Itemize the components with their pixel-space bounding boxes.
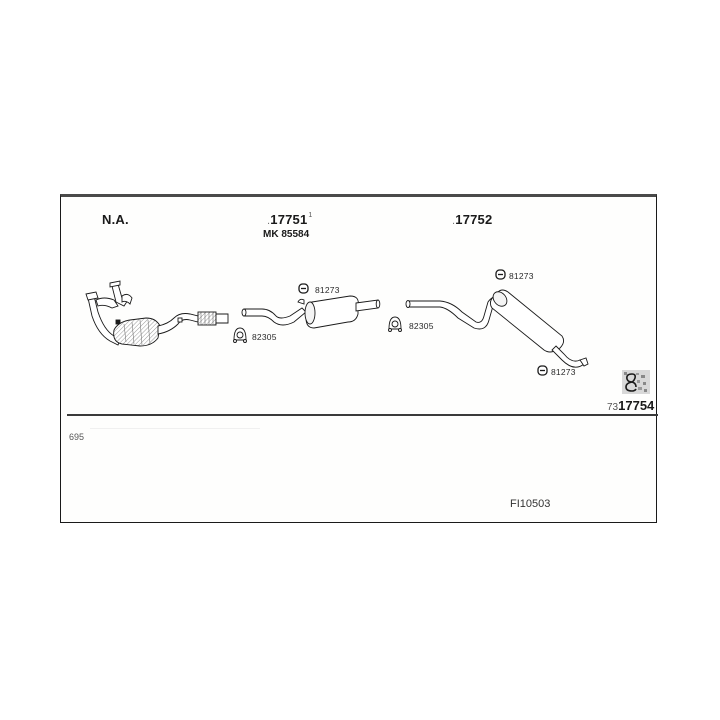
group-label-17752: .17752	[452, 212, 493, 227]
kit-number: 7317754	[607, 398, 655, 413]
faint-rule	[90, 428, 260, 429]
front-pipe	[241, 298, 307, 326]
qr-code-icon	[622, 370, 650, 394]
hanger-part-number: 81273	[315, 285, 340, 295]
clamp-part-number: 82305	[252, 332, 277, 342]
hanger-icon-3	[537, 365, 548, 376]
group-label-17751: .177511	[267, 212, 313, 227]
clamp-icon-1	[233, 327, 247, 343]
reference-code: FI10503	[510, 498, 551, 510]
footer-note: 695	[69, 432, 85, 442]
middle-silencer	[304, 295, 381, 329]
kit-code-label: MK 85584	[263, 229, 310, 240]
hanger-part-number: 81273	[551, 367, 576, 377]
clamp-icon-2	[388, 316, 402, 332]
clamp-part-number: 82305	[409, 321, 434, 331]
rear-silencer	[489, 289, 589, 368]
section-divider	[67, 414, 658, 416]
manifold-catalytic-converter	[85, 280, 229, 347]
diagram-frame	[60, 194, 657, 523]
hanger-icon-1	[298, 283, 309, 294]
hanger-icon-2	[495, 269, 506, 280]
group-label-na: N.A.	[102, 212, 129, 227]
hanger-part-number: 81273	[509, 271, 534, 281]
